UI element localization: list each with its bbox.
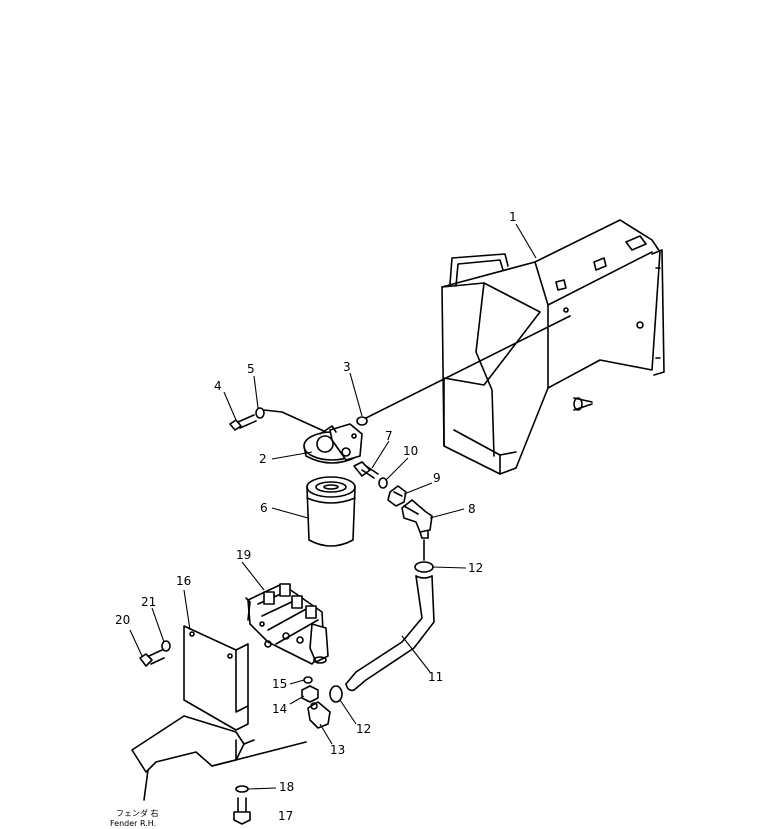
label-part-1: 1 bbox=[509, 210, 517, 224]
filter-cartridge bbox=[306, 476, 356, 547]
o-ring-10 bbox=[378, 477, 388, 489]
label-part-20: 20 bbox=[115, 613, 130, 627]
label-part-11: 11 bbox=[428, 670, 443, 684]
label-part-10: 10 bbox=[403, 444, 418, 458]
hose-line-filter bbox=[263, 409, 327, 433]
label-part-12-lower: 12 bbox=[356, 722, 371, 736]
o-ring-15 bbox=[303, 676, 313, 684]
label-part-18: 18 bbox=[279, 780, 294, 794]
fender-caption: フェンダ 右 Fender R.H. bbox=[110, 808, 159, 828]
leader-lines bbox=[129, 223, 537, 790]
nut-9 bbox=[387, 485, 407, 507]
label-part-13: 13 bbox=[330, 743, 345, 757]
label-part-17: 17 bbox=[278, 809, 293, 823]
label-part-5: 5 bbox=[247, 362, 255, 376]
tank-connection-line bbox=[365, 315, 571, 419]
nut-14 bbox=[301, 685, 319, 703]
label-part-3: 3 bbox=[343, 360, 351, 374]
label-part-4: 4 bbox=[214, 379, 222, 393]
fender-rh bbox=[131, 715, 307, 801]
label-part-14: 14 bbox=[272, 702, 287, 716]
label-part-12-upper: 12 bbox=[468, 561, 483, 575]
hose-11 bbox=[345, 575, 435, 692]
label-part-6: 6 bbox=[260, 501, 268, 515]
clamp-12-upper bbox=[414, 561, 434, 573]
label-part-7: 7 bbox=[385, 429, 393, 443]
washer-21 bbox=[161, 640, 171, 652]
washer-18 bbox=[235, 785, 249, 793]
bracket-16 bbox=[183, 625, 249, 731]
fender-caption-en: Fender R.H. bbox=[110, 819, 156, 828]
washer-5 bbox=[255, 407, 265, 419]
elbow-8 bbox=[401, 499, 433, 539]
adapter-7 bbox=[353, 461, 379, 479]
label-part-8: 8 bbox=[468, 502, 476, 516]
o-ring-3 bbox=[356, 416, 368, 426]
bolt-17 bbox=[233, 797, 251, 825]
label-part-16: 16 bbox=[176, 574, 191, 588]
label-part-9: 9 bbox=[433, 471, 441, 485]
control-valve-19 bbox=[245, 583, 329, 665]
bolt-20 bbox=[139, 649, 165, 667]
fender-caption-jp: フェンダ 右 bbox=[116, 808, 159, 818]
elbow-13 bbox=[307, 701, 331, 729]
label-part-19: 19 bbox=[236, 548, 251, 562]
filter-head bbox=[303, 423, 363, 464]
bolt-4 bbox=[229, 414, 257, 431]
label-part-15: 15 bbox=[272, 677, 287, 691]
hydraulic-tank bbox=[441, 219, 665, 475]
part-labels: 1 2 3 4 5 6 7 8 9 10 11 12 12 13 14 15 1… bbox=[115, 210, 517, 823]
label-part-2: 2 bbox=[259, 452, 267, 466]
label-part-21: 21 bbox=[141, 595, 156, 609]
clamp-12-lower bbox=[329, 685, 343, 703]
